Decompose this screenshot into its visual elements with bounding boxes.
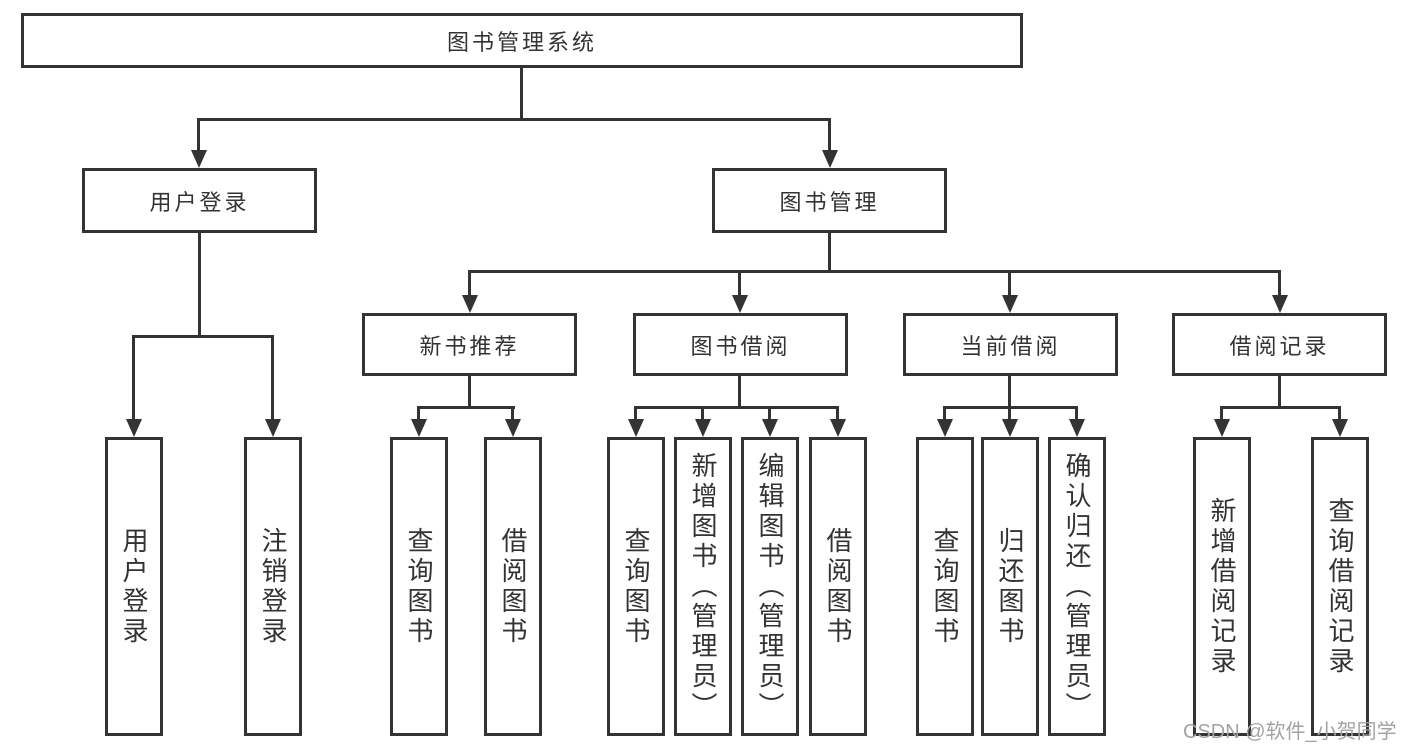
connector-root-drop — [520, 65, 523, 121]
connector-branch — [1220, 406, 1341, 409]
node-label: 图书借阅 — [690, 333, 791, 359]
connector-stub — [1338, 406, 1341, 421]
connector-drop — [1278, 373, 1281, 409]
connector-stub — [701, 406, 704, 421]
node-label: 查询借阅记录 — [1325, 496, 1355, 677]
arrowhead-down-icon — [1332, 419, 1348, 437]
arrowhead-down-icon — [1069, 419, 1085, 437]
connector-stub — [132, 335, 135, 419]
node-label: 查询图书 — [621, 526, 651, 647]
connector-login-branch — [132, 335, 274, 338]
node-label: 图书管理系统 — [446, 29, 597, 55]
arrowhead-down-icon — [822, 150, 838, 168]
arrowhead-down-icon — [462, 295, 478, 313]
arrowhead-down-icon — [762, 419, 778, 437]
arrowhead-down-icon — [1214, 419, 1230, 437]
arrowhead-down-icon — [126, 419, 142, 437]
leaf-add-borrow-record: 新增借阅记录 — [1193, 437, 1251, 736]
connector-stub — [634, 406, 637, 421]
leaf-query-books-current: 查询图书 — [916, 437, 974, 736]
arrowhead-down-icon — [628, 419, 644, 437]
arrowhead-down-icon — [411, 419, 427, 437]
connector-stub — [738, 270, 741, 297]
node-label: 注销登录 — [258, 526, 288, 647]
connector-branch — [417, 406, 515, 409]
leaf-query-books-recommend: 查询图书 — [390, 437, 448, 736]
connector-mgmt-drop — [828, 230, 831, 273]
arrowhead-down-icon — [830, 419, 846, 437]
arrowhead-down-icon — [1002, 295, 1018, 313]
connector-branch — [634, 406, 839, 409]
connector-drop — [1008, 373, 1011, 409]
connector-stub — [1278, 270, 1281, 297]
node-label: 借阅图书 — [823, 526, 853, 647]
node-label: 新书推荐 — [419, 333, 520, 359]
node-label: 图书管理 — [779, 189, 880, 215]
arrowhead-down-icon — [1002, 419, 1018, 437]
arrowhead-down-icon — [1272, 295, 1288, 313]
arrowhead-down-icon — [265, 419, 281, 437]
node-label: 编辑图书（管理员） — [755, 451, 785, 722]
node-label: 查询图书 — [404, 526, 434, 647]
connector-stub — [943, 406, 946, 421]
leaf-query-borrow-record: 查询借阅记录 — [1311, 437, 1369, 736]
node-root-library-system: 图书管理系统 — [21, 13, 1023, 68]
leaf-add-books-admin: 新增图书（管理员） — [674, 437, 732, 736]
arrowhead-down-icon — [505, 419, 521, 437]
connector-root-branch — [197, 118, 831, 121]
node-label: 确认归还（管理员） — [1062, 451, 1092, 722]
connector-stub — [468, 270, 471, 297]
connector-mgmt-branch — [468, 270, 1281, 273]
arrowhead-down-icon — [695, 419, 711, 437]
node-label: 新增图书（管理员） — [688, 451, 718, 722]
connector-stub — [828, 118, 831, 152]
node-label: 借阅记录 — [1229, 333, 1330, 359]
leaf-query-books-borrow: 查询图书 — [607, 437, 665, 736]
node-new-book-recommend: 新书推荐 — [362, 313, 577, 376]
leaf-confirm-return-admin: 确认归还（管理员） — [1048, 437, 1106, 736]
leaf-borrow-books: 借阅图书 — [809, 437, 867, 736]
node-book-management: 图书管理 — [712, 168, 947, 233]
node-label: 借阅图书 — [498, 526, 528, 647]
connector-stub — [197, 118, 200, 152]
leaf-user-login: 用户登录 — [105, 437, 163, 736]
node-label: 当前借阅 — [960, 333, 1061, 359]
leaf-borrow-books-recommend: 借阅图书 — [484, 437, 542, 736]
connector-drop — [738, 373, 741, 409]
connector-stub — [768, 406, 771, 421]
leaf-edit-books-admin: 编辑图书（管理员） — [741, 437, 799, 736]
node-label: 用户登录 — [149, 189, 250, 215]
node-label: 归还图书 — [995, 526, 1025, 647]
connector-stub — [1220, 406, 1223, 421]
node-label: 查询图书 — [930, 526, 960, 647]
connector-drop — [468, 373, 471, 409]
arrowhead-down-icon — [937, 419, 953, 437]
node-label: 用户登录 — [119, 526, 149, 647]
connector-login-drop — [198, 230, 201, 338]
connector-stub — [417, 406, 420, 421]
connector-stub — [1008, 270, 1011, 297]
arrowhead-down-icon — [732, 295, 748, 313]
node-book-borrowing: 图书借阅 — [633, 313, 848, 376]
connector-stub — [271, 335, 274, 419]
leaf-logout: 注销登录 — [244, 437, 302, 736]
watermark: CSDN @软件_小贺同学 — [1183, 721, 1397, 743]
node-label: 新增借阅记录 — [1207, 496, 1237, 677]
node-user-login: 用户登录 — [82, 168, 317, 233]
connector-stub — [1075, 406, 1078, 421]
connector-stub — [1008, 406, 1011, 421]
connector-stub — [511, 406, 514, 421]
arrowhead-down-icon — [191, 150, 207, 168]
connector-stub — [836, 406, 839, 421]
node-current-borrowing: 当前借阅 — [903, 313, 1118, 376]
node-borrowing-records: 借阅记录 — [1172, 313, 1387, 376]
leaf-return-books: 归还图书 — [981, 437, 1039, 736]
